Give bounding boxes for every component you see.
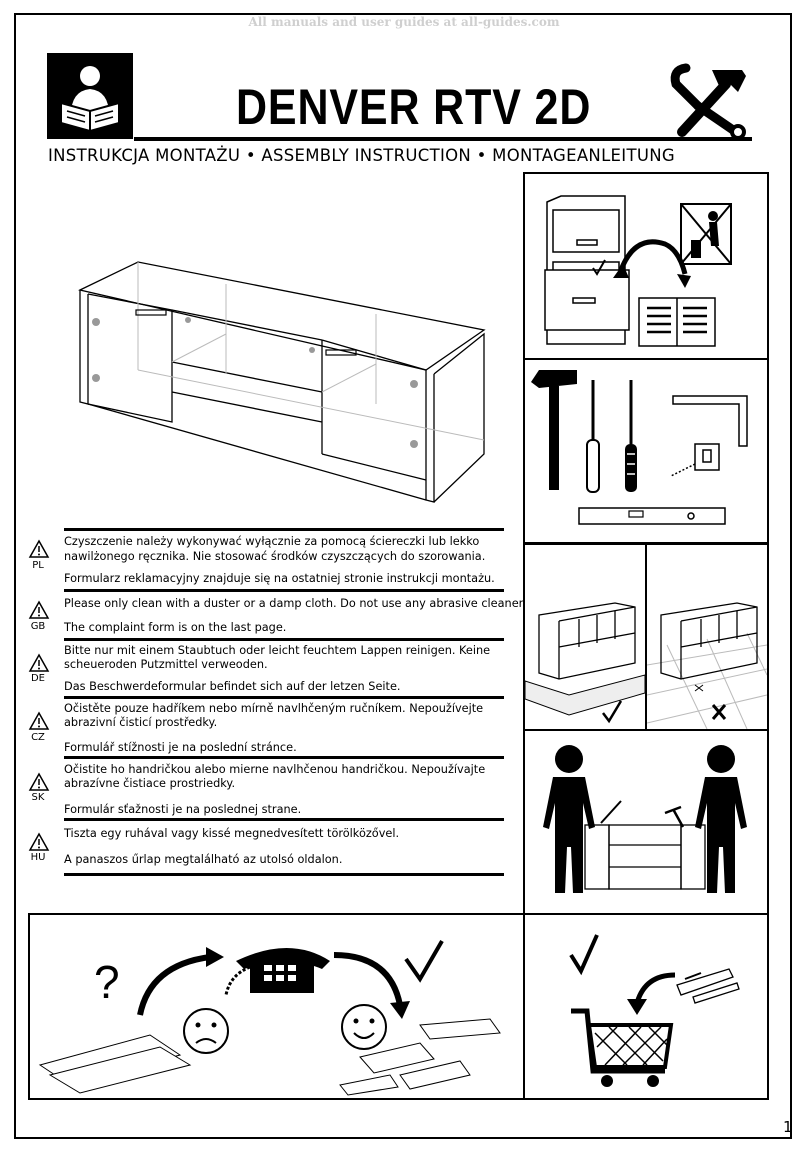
- tools-panel: [523, 358, 769, 544]
- assemble-on-soft-surface-panel: [523, 543, 647, 731]
- complaint-text: Formularz reklamacyjny znajduje się na o…: [64, 572, 495, 585]
- language-code: DE: [30, 673, 46, 684]
- two-person-assembly-panel: [523, 729, 769, 915]
- complaint-text: The complaint form is on the last page.: [64, 621, 287, 634]
- warning-icon: [28, 539, 50, 563]
- language-code: PL: [32, 560, 44, 571]
- section-rule: [64, 638, 504, 641]
- section-rule: [64, 873, 504, 876]
- unpack-panel: [523, 172, 769, 360]
- warning-icon: [28, 772, 50, 796]
- customer-support-panel: ?: [28, 913, 525, 1100]
- section-rule: [64, 528, 504, 531]
- warning-icon: [28, 600, 50, 624]
- subtitle: INSTRUKCJA MONTAŻU • ASSEMBLY INSTRUCTIO…: [48, 146, 675, 165]
- watermark: All manuals and user guides at all-guide…: [248, 15, 560, 29]
- question-mark: ?: [94, 956, 120, 1008]
- language-code: CZ: [31, 732, 45, 743]
- reading-person-icon: [47, 53, 133, 139]
- cleaning-text-line: Tiszta egy ruhával vagy kissé megnedvesí…: [64, 827, 400, 840]
- section-rule: [64, 756, 504, 759]
- tv-cabinet-illustration: [76, 254, 488, 506]
- page-number: 1: [783, 1118, 793, 1136]
- assemble-on-hard-floor-panel: [645, 543, 769, 731]
- complaint-text: Das Beschwerdeformular befindet sich auf…: [64, 680, 401, 693]
- cleaning-text-line: Please only clean with a duster or a dam…: [64, 597, 533, 610]
- cleaning-text-line: Bitte nur mit einem Staubtuch oder leich…: [64, 644, 491, 657]
- hammer-wrench-icon: [668, 62, 752, 140]
- cleaning-text-line: nawilżonego ręcznika. Nie stosować środk…: [64, 550, 486, 563]
- section-rule: [64, 696, 504, 699]
- warning-icon: [28, 711, 50, 735]
- warning-icon: [28, 653, 50, 677]
- cleaning-text-line: Očistite ho handričkou alebo mierne navl…: [64, 763, 486, 776]
- language-code: HU: [30, 852, 46, 863]
- section-rule: [64, 818, 504, 821]
- page-frame: [14, 13, 792, 1139]
- cleaning-text-line: scheueroden Putzmittel verweoden.: [64, 658, 268, 671]
- title-underline: [134, 137, 752, 141]
- complaint-text: Formulář stížnosti je na poslední stránc…: [64, 741, 297, 754]
- warning-icon: [28, 832, 50, 856]
- language-code: GB: [30, 621, 46, 632]
- complaint-text: A panaszos űrlap megtalálható az utolsó …: [64, 853, 343, 866]
- cleaning-text-line: Očistěte pouze hadříkem nebo mírně navlh…: [64, 702, 484, 715]
- language-code: SK: [31, 792, 45, 803]
- complaint-text: Formulár sťažnosti je na poslednej stran…: [64, 803, 302, 816]
- cleaning-text-line: abrazívne čistiace prostriedky.: [64, 777, 236, 790]
- cleaning-text-line: Czyszczenie należy wykonywać wyłącznie z…: [64, 535, 480, 548]
- product-title: DENVER RTV 2D: [236, 79, 592, 135]
- cleaning-text-line: abrazivní čisticí prostředky.: [64, 716, 218, 729]
- shopping-cart-panel: [523, 913, 769, 1100]
- section-rule: [64, 589, 504, 592]
